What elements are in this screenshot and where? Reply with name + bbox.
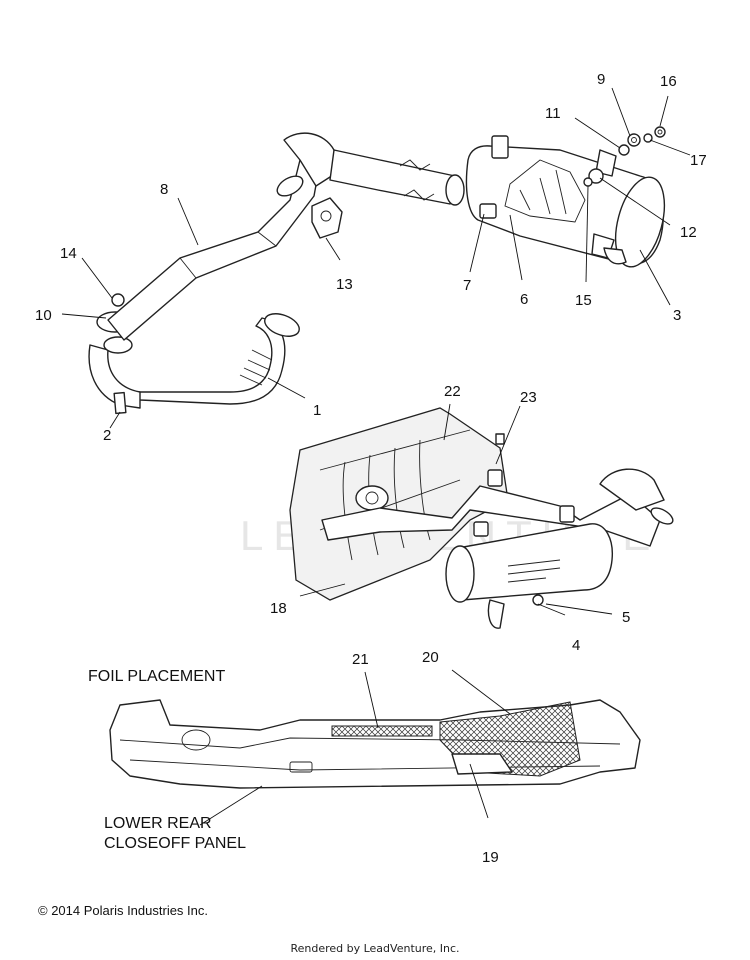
washer-9	[627, 133, 641, 147]
foil-21	[331, 725, 433, 737]
foil-placement-heading: FOIL PLACEMENT	[88, 668, 225, 685]
heat-shield	[504, 159, 586, 223]
gasket-11	[618, 144, 630, 156]
washer-17	[643, 133, 653, 143]
drain-plug-4	[532, 594, 544, 606]
callout-3: 3	[673, 307, 681, 324]
closeoff-panel-view	[109, 699, 641, 789]
callout-13: 13	[336, 276, 353, 293]
callout-11: 11	[545, 105, 561, 122]
nut-16	[654, 126, 666, 138]
foil-19	[451, 753, 513, 775]
callout-6: 6	[520, 291, 528, 308]
muffler-6	[465, 145, 664, 265]
callout-2: 2	[103, 427, 111, 444]
panel-label-line1: LOWER REAR	[104, 815, 212, 832]
inlet-pipe	[329, 149, 456, 205]
callout-22: 22	[444, 383, 461, 400]
callout-1: 1	[313, 402, 321, 419]
callout-20: 20	[422, 649, 439, 666]
callout-23: 23	[520, 389, 537, 406]
rendered-by-credit: Rendered by LeadVenture, Inc.	[290, 942, 460, 955]
callout-7: 7	[463, 277, 471, 294]
leader-lines	[61, 87, 691, 826]
callout-numbers: 1 2 3 4 5 6 7 8 9 10 11 12 13 14 15 16 1…	[35, 71, 707, 866]
panel-label-line2: CLOSEOFF PANEL	[104, 835, 246, 852]
muffler-assembled	[457, 523, 613, 601]
callout-12: 12	[680, 224, 697, 241]
top-exploded-view	[88, 126, 666, 415]
callout-18: 18	[270, 600, 287, 617]
callout-8: 8	[160, 181, 168, 198]
callout-14: 14	[60, 245, 77, 262]
callout-21: 21	[352, 651, 369, 668]
callout-5: 5	[622, 609, 630, 626]
plug-12	[588, 168, 604, 184]
lower-elbow	[88, 344, 141, 409]
callout-16: 16	[660, 73, 677, 90]
middle-assembled-view	[289, 407, 674, 629]
callout-4: 4	[572, 637, 580, 654]
callout-9: 9	[597, 71, 605, 88]
callout-19: 19	[482, 849, 499, 866]
callout-17: 17	[690, 152, 707, 169]
bracket-13	[311, 197, 343, 239]
callout-10: 10	[35, 307, 52, 324]
callout-15: 15	[575, 292, 592, 309]
bolt-14	[111, 293, 125, 307]
copyright-notice: © 2014 Polaris Industries Inc.	[38, 903, 208, 918]
